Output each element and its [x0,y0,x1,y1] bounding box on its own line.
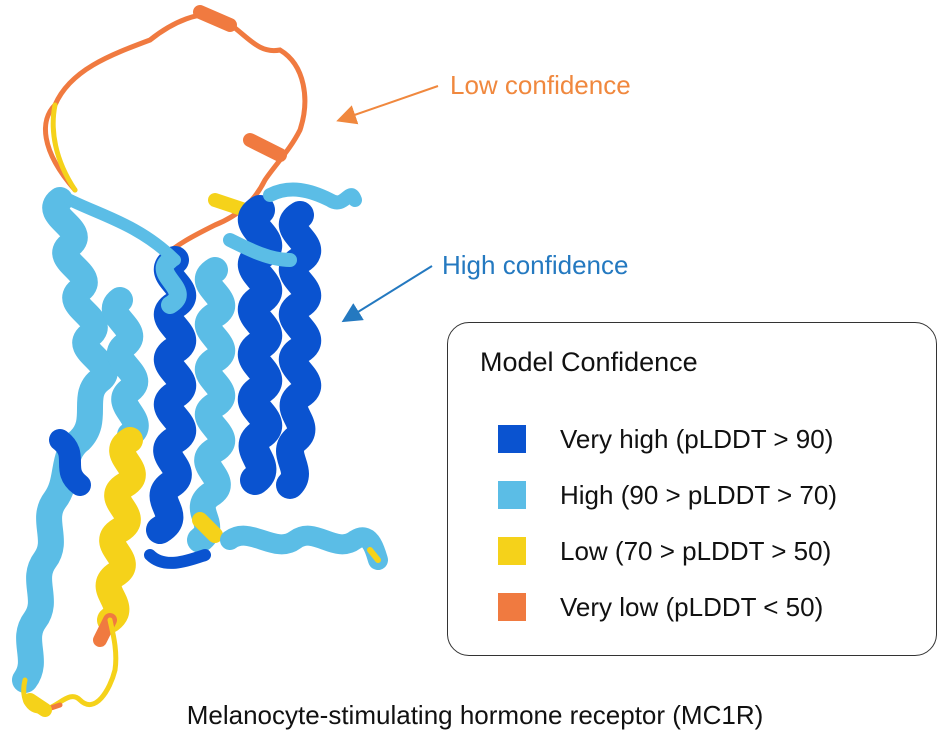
low-swatch [498,537,526,565]
very-low-swatch [498,593,526,621]
legend-label: Very low (pLDDT < 50) [560,591,824,622]
legend-item-high: High (90 > pLDDT > 70) [498,479,837,511]
legend-item-very-low: Very low (pLDDT < 50) [498,591,823,623]
helix-bundle [12,182,388,717]
very-high-swatch [498,425,526,453]
low-confidence-arrow [336,85,439,125]
legend-item-very-high: Very high (pLDDT > 90) [498,423,833,455]
figure-caption: Melanocyte-stimulating hormone receptor … [186,700,764,730]
legend-label: Low (70 > pLDDT > 50) [560,535,832,566]
legend-label: High (90 > pLDDT > 70) [560,479,837,510]
high-confidence-arrow [341,265,433,323]
legend-item-low: Low (70 > pLDDT > 50) [498,535,831,567]
low-confidence-label: Low confidence [450,70,631,100]
legend-title: Model Confidence [480,347,698,377]
high-swatch [498,481,526,509]
high-confidence-label: High confidence [442,250,629,280]
legend-label: Very high (pLDDT > 90) [560,423,834,454]
confidence-legend: Model Confidence Very high (pLDDT > 90) … [447,322,937,656]
